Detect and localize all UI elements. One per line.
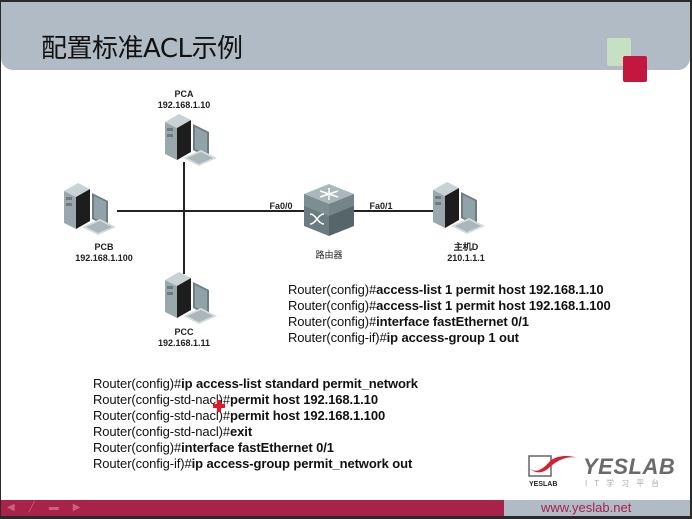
- command-line: Router(config)#access-list 1 permit host…: [288, 282, 604, 297]
- brand-tagline: IT学习平台: [585, 479, 667, 488]
- footer-url[interactable]: www.yeslab.net: [541, 500, 632, 515]
- device-ip: 192.168.1.100: [75, 253, 133, 263]
- yeslab-logo-icon: [523, 455, 579, 477]
- command-line: Router(config)#interface fastEthernet 0/…: [288, 314, 529, 329]
- pc-icon: [165, 114, 217, 166]
- slide-title: 配置标准ACL示例: [41, 34, 243, 64]
- command-line: Router(config-if)#ip access-group permit…: [93, 456, 413, 471]
- brand-small-name: YESLAB: [529, 481, 558, 488]
- device-label-pca: PCA 192.168.1.10: [149, 89, 219, 111]
- device-label-pcc: PCC 192.168.1.11: [149, 327, 219, 349]
- command-line: Router(config-std-nacl)#exit: [93, 424, 253, 439]
- command-line: Router(config)#access-list 1 permit host…: [288, 298, 611, 313]
- device-label-pcb: PCB 192.168.1.100: [69, 242, 139, 264]
- crosshair-cursor-icon: [213, 400, 225, 412]
- title-bar: 配置标准ACL示例: [1, 2, 690, 70]
- interface-label-fa00: Fa0/0: [269, 201, 293, 211]
- arrow-right-icon[interactable]: ▶: [72, 502, 95, 513]
- device-ip: 210.1.1.1: [447, 253, 485, 263]
- command-line: Router(config)#ip access-list standard p…: [93, 376, 418, 391]
- pc-icon: [64, 183, 116, 235]
- device-name: PCC: [174, 327, 194, 337]
- numbered-acl-block: Router(config)#access-list 1 permit host…: [288, 282, 611, 346]
- footer-url-bar: [504, 500, 690, 516]
- pen-icon[interactable]: ╱: [28, 502, 49, 513]
- command-line: Router(config-if)#ip access-group 1 out: [288, 330, 519, 345]
- named-acl-block: Router(config)#ip access-list standard p…: [93, 376, 418, 472]
- command-line: Router(config)#interface fastEthernet 0/…: [93, 440, 334, 455]
- brand-name: YESLAB: [583, 454, 676, 479]
- slide-nav: ◀╱▬▶: [7, 502, 94, 513]
- pc-icon: [433, 182, 485, 234]
- decor-square-red: [623, 56, 647, 82]
- footer-bar: [1, 500, 504, 516]
- arrow-left-icon[interactable]: ◀: [7, 502, 29, 513]
- network-diagram: [64, 114, 485, 324]
- command-line: Router(config-std-nacl)#permit host 192.…: [93, 408, 386, 423]
- device-name: PCA: [174, 89, 194, 99]
- device-name: PCB: [94, 242, 114, 252]
- device-ip: 192.168.1.10: [157, 100, 211, 110]
- command-line: Router(config-std-nacl)#permit host 192.…: [93, 392, 378, 407]
- device-label-hostd: 主机D 210.1.1.1: [431, 242, 501, 264]
- router-icon: [304, 184, 354, 236]
- router-label: 路由器: [315, 250, 343, 260]
- interface-label-fa01: Fa0/1: [369, 201, 393, 211]
- menu-icon[interactable]: ▬: [48, 502, 73, 513]
- device-ip: 192.168.1.11: [157, 338, 211, 348]
- device-name: 主机D: [453, 242, 479, 252]
- pc-icon: [165, 272, 217, 324]
